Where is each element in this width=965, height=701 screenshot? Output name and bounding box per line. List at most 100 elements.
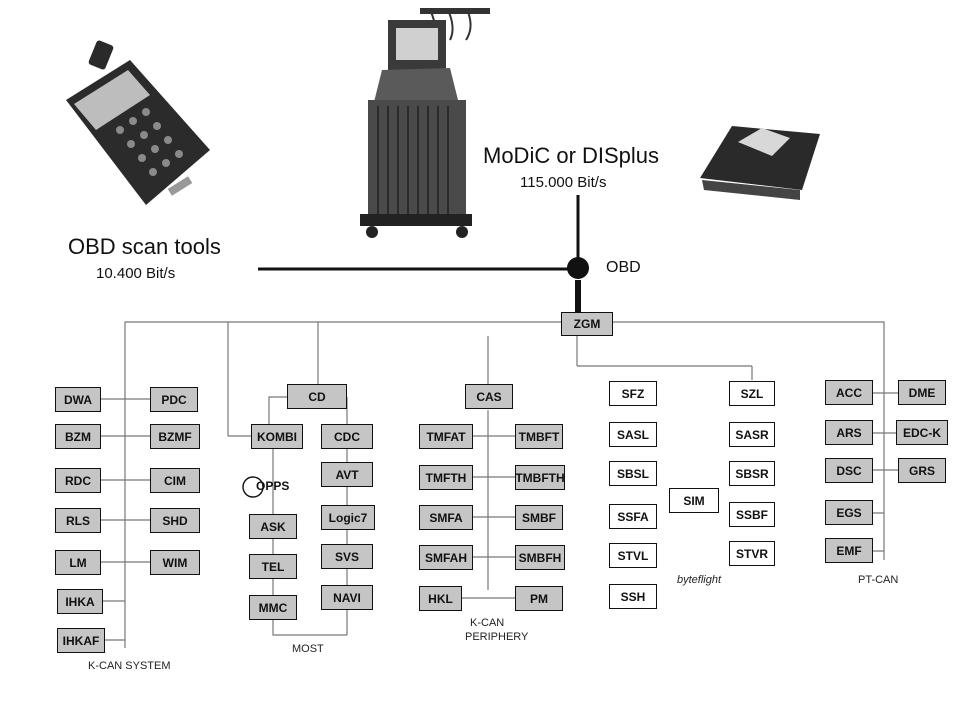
module-pm[interactable]: PM xyxy=(515,586,563,611)
module-cim[interactable]: CIM xyxy=(150,468,200,493)
module-shd[interactable]: SHD xyxy=(150,508,200,533)
module-label: SVS xyxy=(334,549,359,564)
module-ihkaf[interactable]: IHKAF xyxy=(57,628,105,653)
module-tmfth[interactable]: TMFTH xyxy=(419,465,473,490)
module-ssbf[interactable]: SSBF xyxy=(729,502,775,527)
module-rdc[interactable]: RDC xyxy=(55,468,101,493)
module-acc[interactable]: ACC xyxy=(825,380,873,405)
module-label: SMBFH xyxy=(518,550,562,565)
module-edck[interactable]: EDC-K xyxy=(896,420,948,445)
module-cd[interactable]: CD xyxy=(287,384,347,409)
module-egs[interactable]: EGS xyxy=(825,500,873,525)
module-smbf[interactable]: SMBF xyxy=(515,505,563,530)
module-ask[interactable]: ASK xyxy=(249,514,297,539)
module-label: PM xyxy=(530,591,548,606)
module-label: CIM xyxy=(164,473,186,488)
module-tmfat[interactable]: TMFAT xyxy=(419,424,473,449)
module-svs[interactable]: SVS xyxy=(321,544,373,569)
module-grs[interactable]: GRS xyxy=(898,458,946,483)
zgm-gateway-box[interactable]: ZGM xyxy=(561,312,613,336)
module-pdc[interactable]: PDC xyxy=(150,387,198,412)
module-dme[interactable]: DME xyxy=(898,380,946,405)
module-rls[interactable]: RLS xyxy=(55,508,101,533)
module-lm[interactable]: LM xyxy=(55,550,101,575)
module-bzmf[interactable]: BZMF xyxy=(150,424,200,449)
module-label: DWA xyxy=(64,392,92,407)
module-logic7[interactable]: Logic7 xyxy=(321,505,375,530)
obd-tools-title: OBD scan tools xyxy=(68,234,221,259)
module-label: TMBFTH xyxy=(515,470,565,485)
module-sasl[interactable]: SASL xyxy=(609,422,657,447)
module-smfah[interactable]: SMFAH xyxy=(419,545,473,570)
modic-title: MoDiC or DISplus xyxy=(483,143,660,168)
module-smfa[interactable]: SMFA xyxy=(419,505,473,530)
module-dwa[interactable]: DWA xyxy=(55,387,101,412)
module-smbfh[interactable]: SMBFH xyxy=(515,545,565,570)
module-label: CAS xyxy=(476,389,502,404)
module-kombi[interactable]: KOMBI xyxy=(251,424,303,449)
module-label: SHD xyxy=(162,513,188,528)
module-label: ACC xyxy=(836,385,862,400)
module-emf[interactable]: EMF xyxy=(825,538,873,563)
module-cas[interactable]: CAS xyxy=(465,384,513,409)
network-wires xyxy=(101,321,898,648)
module-tmbft[interactable]: TMBFT xyxy=(515,424,563,449)
module-label: GRS xyxy=(908,463,935,478)
module-label: ASK xyxy=(260,519,286,534)
module-label: DME xyxy=(908,385,936,400)
module-stvl[interactable]: STVL xyxy=(609,543,657,568)
module-label: EDC-K xyxy=(903,425,941,440)
module-label: SMFAH xyxy=(425,550,467,565)
obd-port-label: OBD xyxy=(606,259,641,276)
module-hkl[interactable]: HKL xyxy=(419,586,462,611)
modic-rate: 115.000 Bit/s xyxy=(520,174,607,191)
module-sim[interactable]: SIM xyxy=(669,488,719,513)
opps-loop xyxy=(242,476,264,498)
module-label: WIM xyxy=(162,555,188,570)
obd-connector-node xyxy=(567,257,589,279)
module-tel[interactable]: TEL xyxy=(249,554,297,579)
module-label: SFZ xyxy=(621,386,645,401)
diagnostic-cart-image xyxy=(360,8,490,238)
bus-label-kcan-periphery-2: PERIPHERY xyxy=(465,631,529,643)
dis-tablet-image xyxy=(700,126,820,200)
module-stvr[interactable]: STVR xyxy=(729,541,775,566)
module-ssfa[interactable]: SSFA xyxy=(609,504,657,529)
module-label: STVR xyxy=(735,546,768,561)
module-label: SSBF xyxy=(735,507,768,522)
module-label: SASR xyxy=(735,427,769,442)
module-label: CDC xyxy=(334,429,360,444)
module-label: IHKA xyxy=(65,594,95,609)
module-label: SMBF xyxy=(522,510,556,525)
module-dsc[interactable]: DSC xyxy=(825,458,873,483)
module-wim[interactable]: WIM xyxy=(150,550,200,575)
module-label: CD xyxy=(308,389,326,404)
module-sasr[interactable]: SASR xyxy=(729,422,775,447)
module-label: STVL xyxy=(617,548,649,563)
module-sbsl[interactable]: SBSL xyxy=(609,461,657,486)
module-label: TMFTH xyxy=(425,470,467,485)
module-sfz[interactable]: SFZ xyxy=(609,381,657,406)
module-ssh[interactable]: SSH xyxy=(609,584,657,609)
module-navi[interactable]: NAVI xyxy=(321,585,373,610)
module-sbsr[interactable]: SBSR xyxy=(729,461,775,486)
module-szl[interactable]: SZL xyxy=(729,381,775,406)
module-ihka[interactable]: IHKA xyxy=(57,589,103,614)
obd-tools-rate: 10.400 Bit/s xyxy=(96,265,176,282)
module-label: LM xyxy=(69,555,87,570)
module-label: KOMBI xyxy=(257,429,297,444)
module-avt[interactable]: AVT xyxy=(321,462,373,487)
module-cdc[interactable]: CDC xyxy=(321,424,373,449)
module-label: PDC xyxy=(161,392,187,407)
module-label: EGS xyxy=(836,505,862,520)
module-label: NAVI xyxy=(333,590,361,605)
bus-label-byteflight: byteflight xyxy=(677,574,722,586)
module-ars[interactable]: ARS xyxy=(825,420,873,445)
module-tmbfth[interactable]: TMBFTH xyxy=(515,465,565,490)
bus-label-kcan-system: K-CAN SYSTEM xyxy=(88,660,171,672)
module-mmc[interactable]: MMC xyxy=(249,595,297,620)
module-label: AVT xyxy=(335,467,359,482)
module-label: DSC xyxy=(836,463,862,478)
module-bzm[interactable]: BZM xyxy=(55,424,101,449)
module-label: BZM xyxy=(65,429,91,444)
